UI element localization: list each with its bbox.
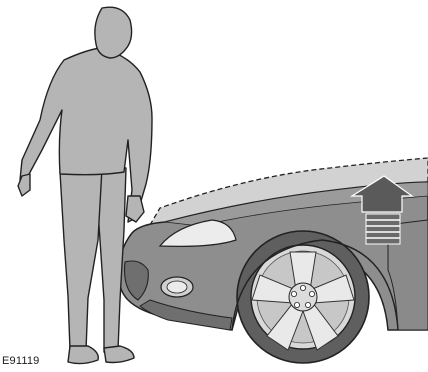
pedestrian-figure (17, 6, 153, 365)
front-wheel (236, 230, 370, 364)
wheel-arch (231, 239, 399, 331)
upward-arrow-icon (349, 175, 414, 245)
figure-caption-code: E91119 (2, 355, 40, 367)
